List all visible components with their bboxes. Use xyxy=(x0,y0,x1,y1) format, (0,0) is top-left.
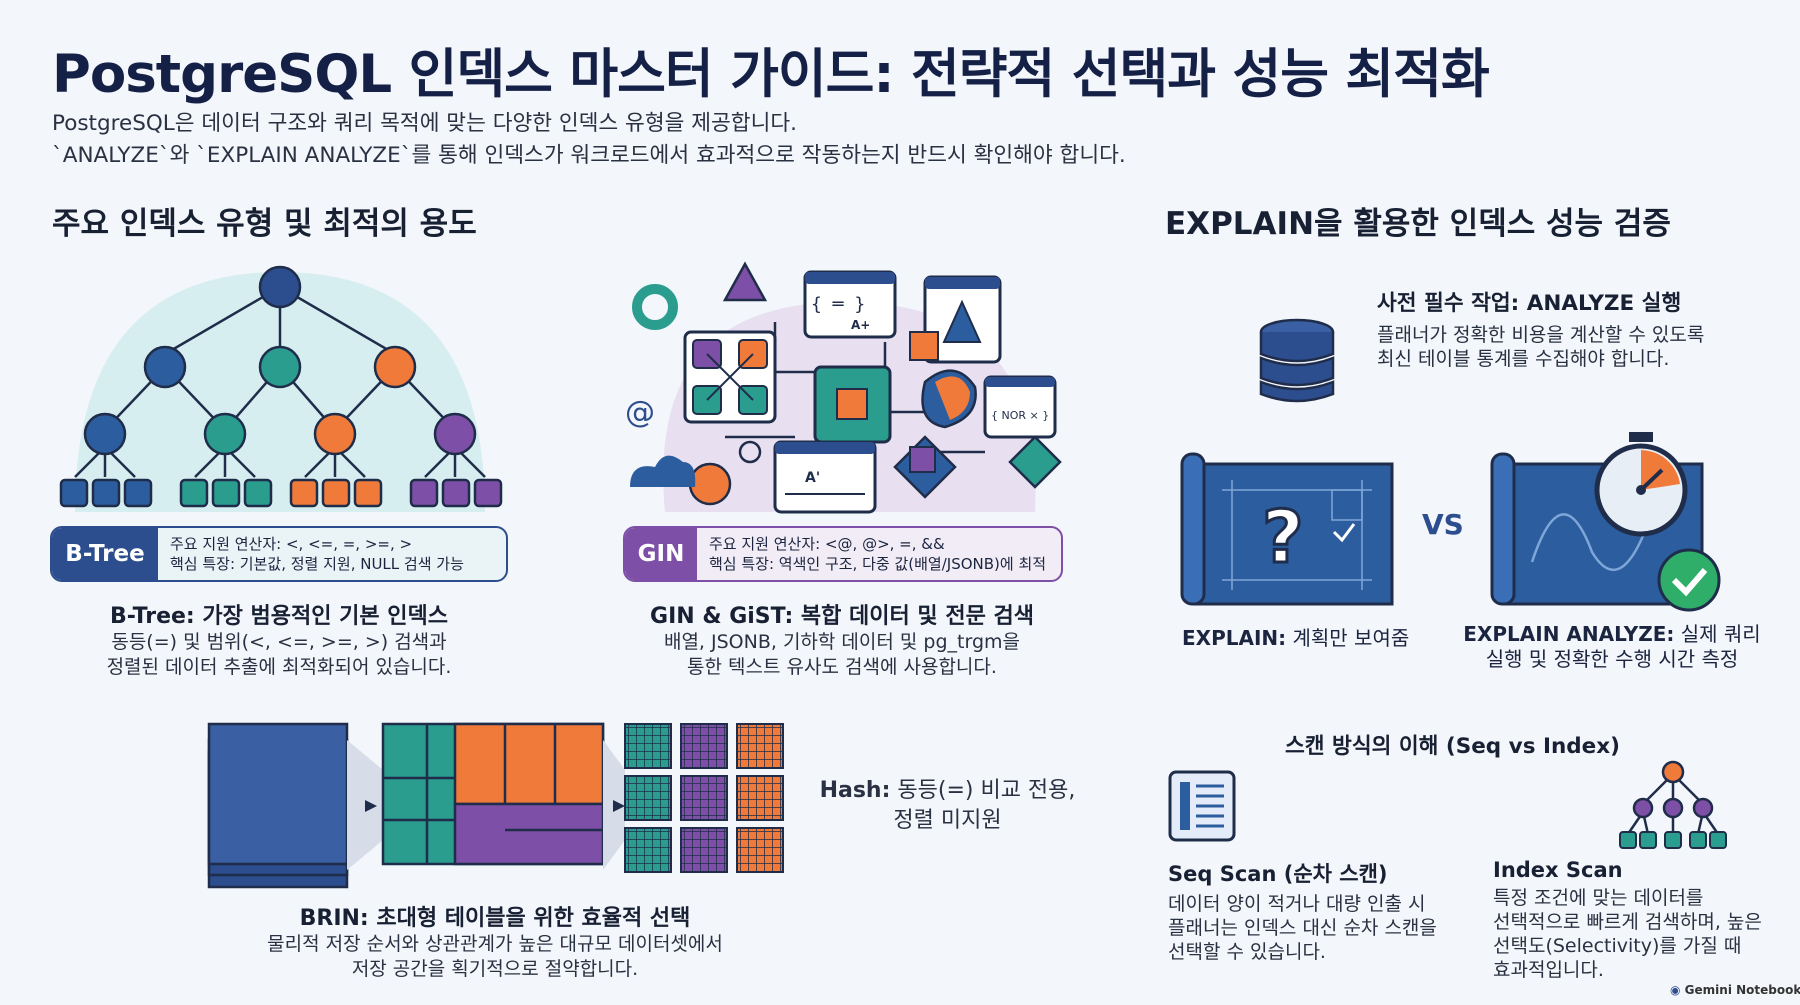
gin-doc-window-icon: A' xyxy=(773,440,877,514)
intro-line-1: PostgreSQL은 데이터 구조와 쿼리 목적에 맞는 다양한 인덱스 유형… xyxy=(52,111,797,136)
gin-operators: 주요 지원 연산자: <@, @>, =, && xyxy=(709,535,945,553)
gin-code-window-icon: { ═ } A+ xyxy=(803,270,897,339)
gin-tag: GIN xyxy=(625,528,697,580)
page-title: PostgreSQL 인덱스 마스터 가이드: 전략적 선택과 성능 최적화 xyxy=(52,44,1490,105)
footer-brand: ◉ Gemini Notebook xyxy=(1670,983,1800,997)
gin-diagram: { ═ } A+ { NOR × } @ A' xyxy=(625,261,1062,514)
svg-text:A+: A+ xyxy=(851,318,870,332)
index-scan-icon xyxy=(1619,760,1727,849)
svg-text:{ ═ }: { ═ } xyxy=(811,294,865,315)
btree-feature: 핵심 특장: 기본값, 정렬 지원, NULL 검색 가능 xyxy=(170,555,464,573)
gin-matrix-icon xyxy=(683,330,777,424)
seq-scan-block: Seq Scan (순차 스캔) 데이터 양이 적거나 대량 인출 시 플래너는… xyxy=(1168,858,1437,964)
brin-description: 물리적 저장 순서와 상관관계가 높은 대규모 데이터셋에서 저장 공간을 획기… xyxy=(267,933,723,980)
svg-text:{ NOR × }: { NOR × } xyxy=(991,409,1049,422)
check-badge-icon xyxy=(1657,548,1721,612)
analyze-block: 사전 필수 작업: ANALYZE 실행 플래너가 정확한 비용을 계산할 수 … xyxy=(1377,286,1704,371)
stopwatch-icon xyxy=(1594,432,1688,537)
gin-core-chip-icon xyxy=(813,365,892,444)
intro-text: PostgreSQL은 데이터 구조와 쿼리 목적에 맞는 다양한 인덱스 유형… xyxy=(52,108,1126,172)
index-scan-title: Index Scan xyxy=(1493,858,1623,882)
index-scan-block: Index Scan 특정 조건에 맞는 데이터를 선택적으로 빠르게 검색하며… xyxy=(1493,858,1762,981)
explain-analyze-label: EXPLAIN ANALYZE: 실제 쿼리 실행 및 정확한 수행 시간 측정 xyxy=(1463,622,1761,671)
gin-cloud-icon xyxy=(630,455,696,487)
explain-blueprint-icon: ? xyxy=(1180,452,1394,606)
brin-summary-grids xyxy=(624,723,784,873)
btree-label-bar: B-Tree 주요 지원 연산자: <, <=, =, >=, > 핵심 특장:… xyxy=(50,526,508,582)
scan-heading: 스캔 방식의 이해 (Seq vs Index) xyxy=(1285,734,1620,759)
svg-text:?: ? xyxy=(1262,495,1304,579)
analyze-title: 사전 필수 작업: ANALYZE 실행 xyxy=(1377,291,1682,316)
explain-analyze-blueprint-icon xyxy=(1490,432,1721,612)
gemini-logo-icon: ◉ xyxy=(1670,983,1681,997)
gin-diamond-window-icon xyxy=(923,275,1002,364)
brin-block-ranges xyxy=(381,722,605,866)
btree-tag: B-Tree xyxy=(52,528,158,580)
gin-description: 배열, JSONB, 기하학 데이터 및 pg_trgm을 통한 텍스트 유사도… xyxy=(663,631,1021,678)
seq-scan-icon xyxy=(1168,770,1236,842)
btree-description: 동등(=) 및 범위(<, <=, >=, >) 검색과 정렬된 데이터 추출에… xyxy=(106,631,452,678)
gin-title: GIN & GiST: 복합 데이터 및 전문 검색 xyxy=(650,604,1034,629)
hash-note: Hash: 동등(=) 비교 전용, 정렬 미지원 xyxy=(819,778,1076,833)
brin-diagram xyxy=(207,722,784,889)
gin-ring-icon xyxy=(632,284,678,330)
gin-label-bar: GIN 주요 지원 연산자: <@, @>, =, && 핵심 특장: 역색인 … xyxy=(623,526,1063,582)
hash-label: Hash: xyxy=(819,778,891,803)
vs-label: VS xyxy=(1422,508,1464,541)
brin-title: BRIN: 초대형 테이블을 위한 효율적 선택 xyxy=(299,906,691,931)
explain-label: EXPLAIN: 계획만 보여줌 xyxy=(1182,626,1410,650)
btree-operators: 주요 지원 연산자: <, <=, =, >=, > xyxy=(170,535,413,553)
gin-at-icon: @ xyxy=(625,395,655,430)
gin-feature: 핵심 특장: 역색인 구조, 다중 값(배열/JSONB)에 최적 xyxy=(709,555,1047,573)
seq-scan-title: Seq Scan (순차 스캔) xyxy=(1168,862,1388,886)
intro-line-2: `ANALYZE`와 `EXPLAIN ANALYZE`를 통해 인덱스가 워크… xyxy=(52,143,1126,168)
right-section-heading: EXPLAIN을 활용한 인덱스 성능 검증 xyxy=(1165,206,1671,242)
database-icon xyxy=(1259,318,1335,403)
btree-diagram xyxy=(59,265,503,512)
svg-text:A': A' xyxy=(805,470,820,486)
gin-magnifier-icon xyxy=(738,440,762,464)
left-section-heading: 주요 인덱스 유형 및 최적의 용도 xyxy=(52,206,477,242)
gin-json-window-icon: { NOR × } xyxy=(983,375,1057,439)
gin-triangle-icon xyxy=(722,261,768,302)
btree-title: B-Tree: 가장 범용적인 기본 인덱스 xyxy=(109,604,449,629)
